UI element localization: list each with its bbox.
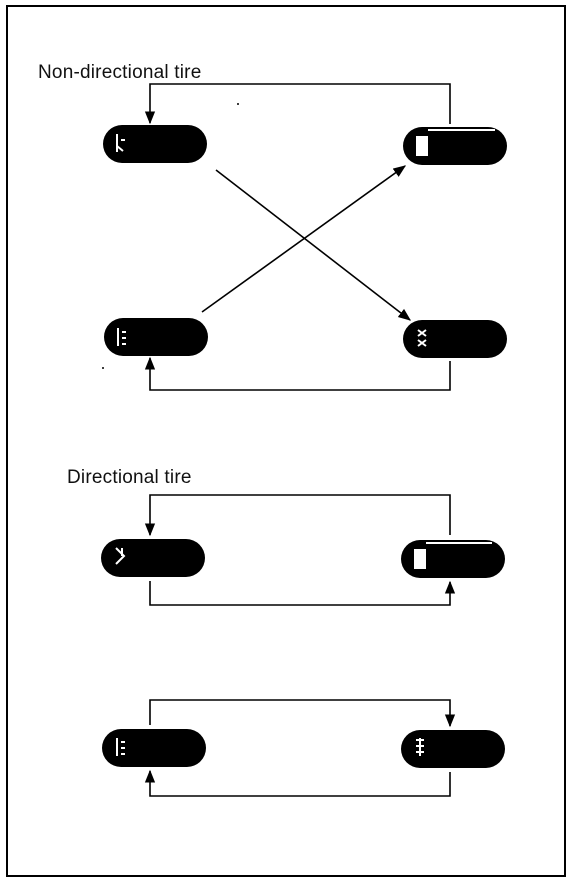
arrow-left-to-right-top <box>149 699 456 728</box>
tire-icon <box>401 540 505 578</box>
arrow-lf-to-rr <box>215 169 412 321</box>
arrow-right-to-left-top <box>144 494 451 537</box>
tire-icon <box>401 730 505 768</box>
arrow-rr-to-lr <box>144 356 451 391</box>
arrow-rf-to-lf <box>144 83 451 125</box>
arrow-left-to-right-bottom <box>149 580 456 606</box>
non-directional-title: Non-directional tire <box>38 62 202 83</box>
arrow-right-to-left-bottom <box>144 769 451 797</box>
tire-icon <box>104 318 208 356</box>
tire-icon <box>403 320 507 358</box>
tire-icon <box>102 729 206 767</box>
tire-icon <box>103 125 207 163</box>
arrow-lr-to-rf <box>201 165 407 313</box>
directional-title: Directional tire <box>67 467 192 488</box>
tire-icon <box>101 539 205 577</box>
tire-icon <box>403 127 507 165</box>
